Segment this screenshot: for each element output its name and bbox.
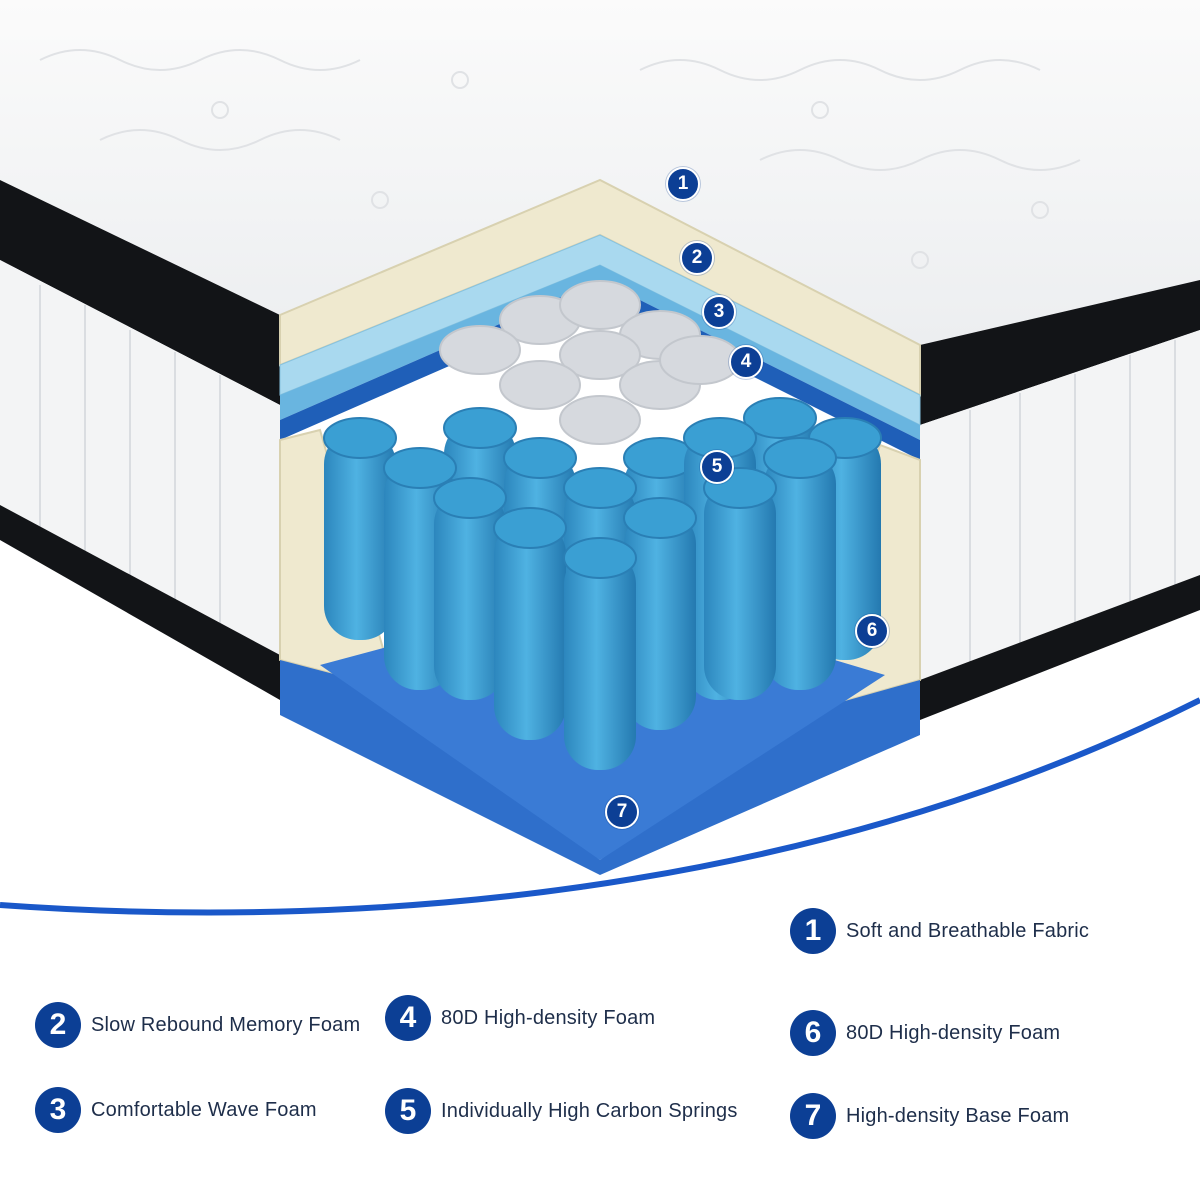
legend-number: 4 bbox=[385, 995, 431, 1041]
spring-coil-body bbox=[324, 430, 396, 640]
spring-coil-top-gray bbox=[559, 280, 641, 330]
callout-1: 1 bbox=[666, 167, 700, 201]
legend-label: Soft and Breathable Fabric bbox=[846, 919, 1090, 942]
legend-item-1: 1 Soft and Breathable Fabric bbox=[790, 908, 1089, 954]
callout-3: 3 bbox=[702, 295, 736, 329]
callout-4: 4 bbox=[729, 345, 763, 379]
legend-label: 80D High-density Foam bbox=[441, 1006, 656, 1029]
spring-coil-body bbox=[764, 450, 836, 690]
spring-coil-body bbox=[624, 510, 696, 730]
legend-label: Slow Rebound Memory Foam bbox=[91, 1013, 361, 1036]
spring-coil-top-gray bbox=[659, 335, 741, 385]
spring-coil-top bbox=[493, 507, 567, 549]
bottom-band-right bbox=[920, 575, 1200, 720]
spring-coil-top-gray bbox=[499, 360, 581, 410]
spring-coil-body bbox=[434, 490, 506, 700]
spring-coil-top bbox=[743, 397, 817, 439]
legend-item-4: 4 80D High-density Foam bbox=[385, 995, 655, 1041]
side-panel-left bbox=[0, 260, 280, 655]
legend-item-5: 5 Individually High Carbon Springs bbox=[385, 1088, 738, 1134]
spring-coil-group bbox=[323, 280, 882, 770]
legend-number: 5 bbox=[385, 1088, 431, 1134]
spring-coil-top bbox=[443, 407, 517, 449]
legend-item-7: 7 High-density Base Foam bbox=[790, 1093, 1069, 1139]
legend-number: 7 bbox=[790, 1093, 836, 1139]
spring-coil-top-gray bbox=[559, 330, 641, 380]
legend-item-2: 2 Slow Rebound Memory Foam bbox=[35, 1002, 360, 1048]
legend-label: 80D High-density Foam bbox=[846, 1021, 1061, 1044]
legend-number: 2 bbox=[35, 1002, 81, 1048]
spring-coil-top bbox=[763, 437, 837, 479]
spring-coil-top-gray bbox=[439, 325, 521, 375]
legend-label: Individually High Carbon Springs bbox=[441, 1099, 738, 1122]
bottom-band-left bbox=[0, 505, 280, 700]
legend-label: Comfortable Wave Foam bbox=[91, 1098, 317, 1121]
spring-coil-top bbox=[563, 537, 637, 579]
quilt-pattern bbox=[39, 49, 1081, 269]
spring-coil-top bbox=[433, 477, 507, 519]
spring-coil-top bbox=[383, 447, 457, 489]
legend-item-3: 3 Comfortable Wave Foam bbox=[35, 1087, 317, 1133]
legend-number: 3 bbox=[35, 1087, 81, 1133]
spring-coil-top bbox=[323, 417, 397, 459]
spring-coil-body bbox=[704, 480, 776, 700]
side-panel-ribs bbox=[39, 285, 1176, 662]
mattress-top-surface bbox=[0, 0, 1200, 345]
callout-6: 6 bbox=[855, 614, 889, 648]
callout-7: 7 bbox=[605, 795, 639, 829]
callout-5: 5 bbox=[700, 450, 734, 484]
spring-coil-body bbox=[494, 520, 566, 740]
legend-item-6: 6 80D High-density Foam bbox=[790, 1010, 1060, 1056]
spring-coil-body bbox=[564, 550, 636, 770]
trim-band-left bbox=[0, 180, 280, 405]
spring-coil-top bbox=[623, 497, 697, 539]
legend-label: High-density Base Foam bbox=[846, 1104, 1070, 1127]
callout-2: 2 bbox=[680, 241, 714, 275]
trim-band-right bbox=[920, 280, 1200, 425]
decorative-swoosh bbox=[0, 697, 1200, 916]
legend-number: 6 bbox=[790, 1010, 836, 1056]
spring-coil-top-gray bbox=[559, 395, 641, 445]
layer-high-density-foam bbox=[280, 280, 920, 460]
spring-coil-top bbox=[503, 437, 577, 479]
legend-number: 1 bbox=[790, 908, 836, 954]
spring-coil-top bbox=[563, 467, 637, 509]
layer-wave-foam bbox=[280, 265, 920, 440]
